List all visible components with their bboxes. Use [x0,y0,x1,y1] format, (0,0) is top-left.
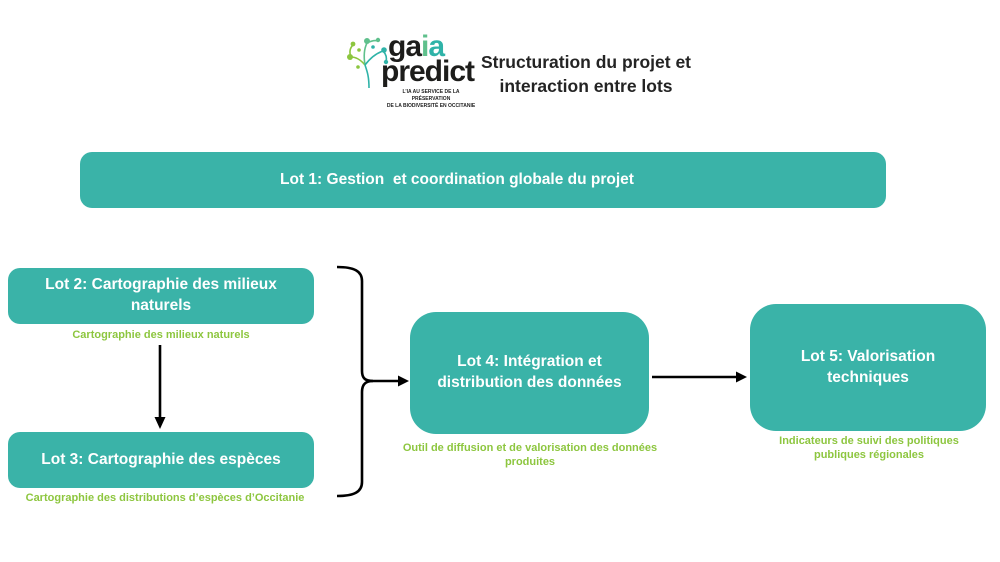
lot3-box: Lot 3: Cartographie des espèces [8,432,314,488]
lot5-label: Lot 5: Valorisation techniques [800,347,936,386]
gaia-predict-logo: gaia predict L’IA AU SERVICE DE LA PRÉSE… [344,30,484,109]
lot3-caption: Cartographie des distributions d’espèces… [25,492,305,504]
lot3-label: Lot 3: Cartographie des espèces [41,450,281,468]
lot1-box: Lot 1: Gestion et coordination globale d… [80,152,886,208]
lot2-lot3-brace-to-lot4-arrow [336,265,409,498]
lot2-label: Lot 2: Cartographie des milieux naturels [45,276,277,314]
lot2-box: Lot 2: Cartographie des milieux naturels [8,268,314,324]
logo-tagline: L’IA AU SERVICE DE LA PRÉSERVATION DE LA… [386,89,476,109]
page-title: Structuration du projet et interaction e… [481,52,691,97]
lot4-to-lot5-arrow [652,371,747,383]
gaia-tree-icon [347,37,389,89]
lot4-label: Lot 4: Intégration et distribution des d… [437,353,622,391]
logo-wordmark-gaia: gaia [388,30,445,63]
lot2-to-lot3-arrow [154,345,166,429]
lot4-caption: Outil de diffusion et de valorisation de… [402,442,658,469]
logo-wordmark-predict: predict [381,55,475,88]
lot1-label: Lot 1: Gestion et coordination globale d… [280,170,634,188]
lot5-caption: Indicateurs de suivi des politiques publ… [779,435,959,462]
lot5-box: Lot 5: Valorisation techniques [750,304,986,431]
lot4-box: Lot 4: Intégration et distribution des d… [410,312,649,434]
lot2-caption: Cartographie des milieux naturels [72,329,250,341]
